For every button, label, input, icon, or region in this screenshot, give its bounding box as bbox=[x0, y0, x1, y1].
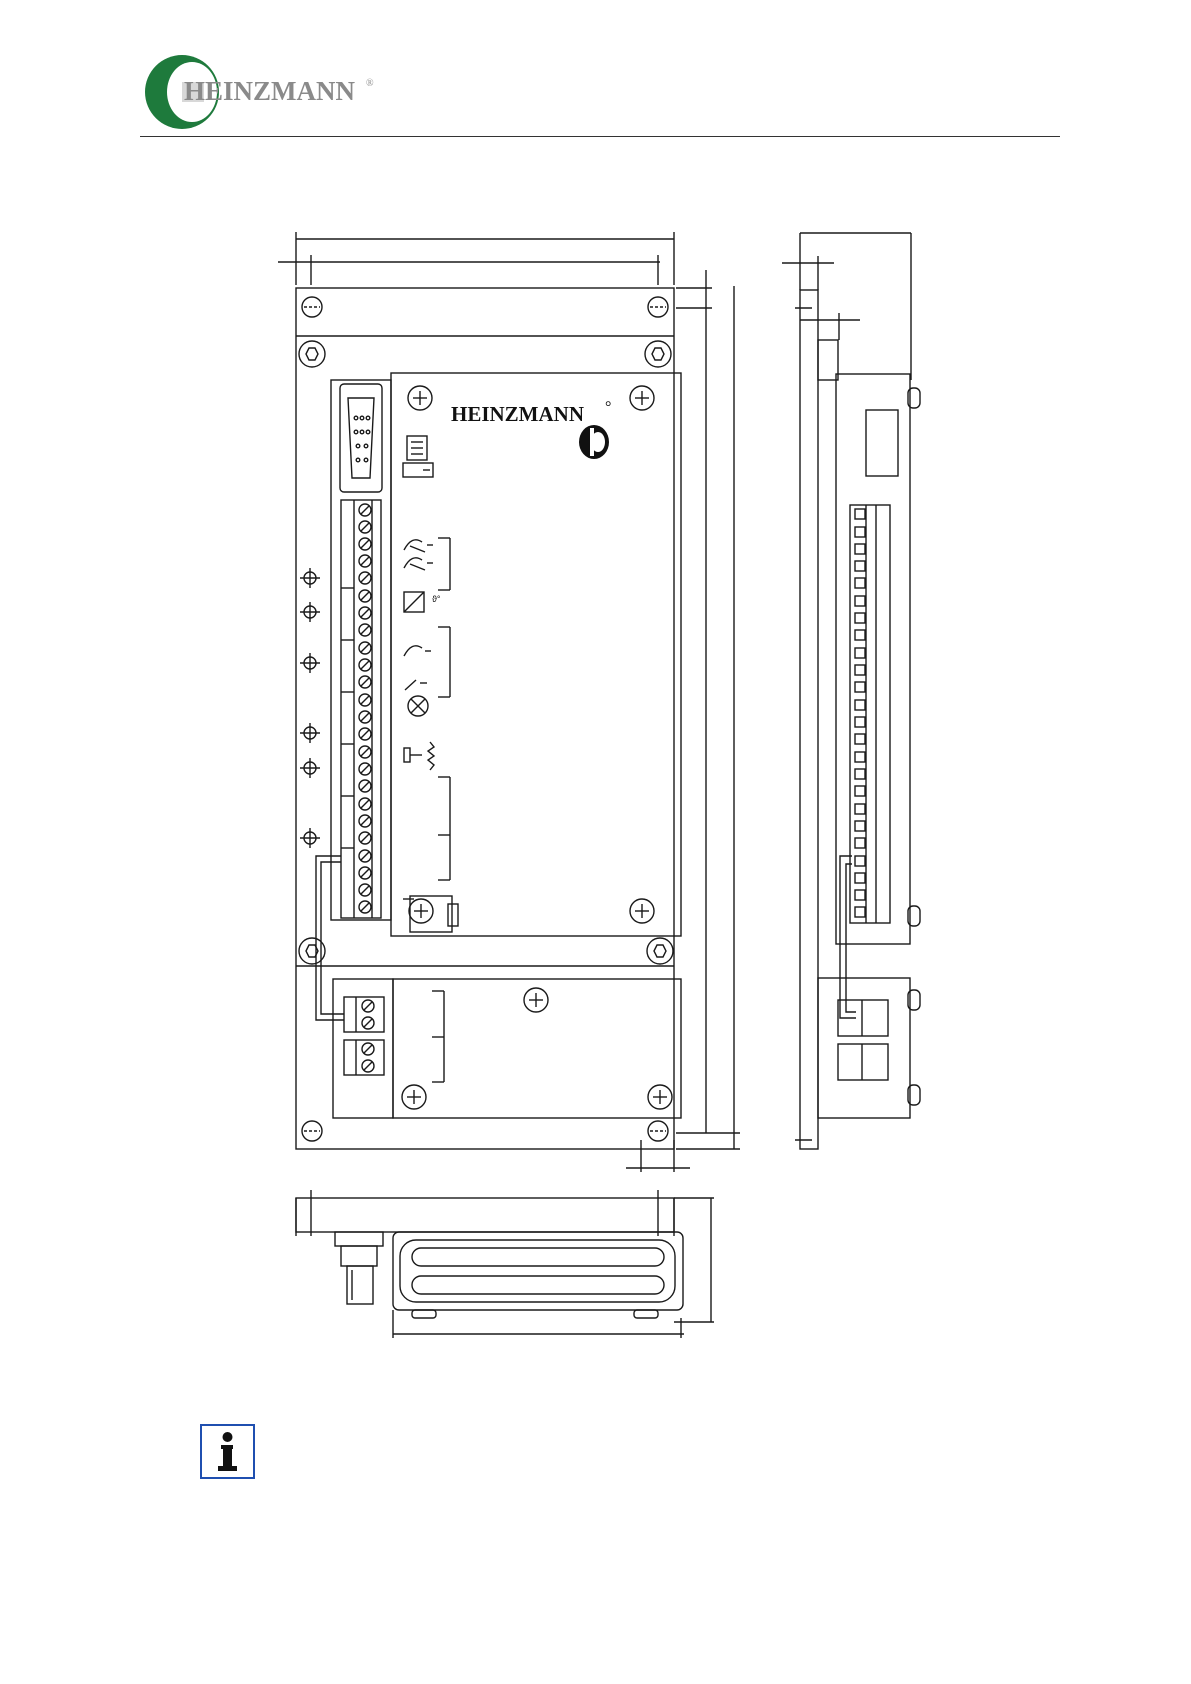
switch-open-icon bbox=[404, 540, 433, 570]
svg-text:ϑ°: ϑ° bbox=[432, 594, 441, 604]
front-view: HEINZMANN ° ϑ° bbox=[278, 232, 740, 1172]
hex-screw-icon bbox=[299, 341, 673, 964]
plug-icon bbox=[403, 436, 433, 477]
lamp-icon bbox=[408, 696, 428, 716]
terminal-screw-column bbox=[359, 504, 371, 913]
dsub-connector-icon bbox=[340, 384, 382, 492]
sensor-icon bbox=[404, 742, 434, 770]
panel-logo-text: HEINZMANN bbox=[451, 402, 584, 426]
edge-marker-icon bbox=[300, 568, 320, 848]
cross-screw-icon bbox=[408, 386, 654, 923]
switch-icon bbox=[404, 646, 431, 690]
panel-logo-mark: ° bbox=[605, 399, 611, 416]
panel-logo-emblem-icon bbox=[579, 425, 609, 459]
side-view bbox=[782, 233, 920, 1149]
info-icon bbox=[200, 1424, 255, 1479]
bottom-view bbox=[296, 1190, 714, 1338]
terminal-block bbox=[344, 997, 384, 1075]
ground-icon bbox=[403, 896, 458, 932]
relay-coil-icon: ϑ° bbox=[404, 592, 441, 612]
terminal-block bbox=[341, 500, 381, 918]
cross-screw-icon bbox=[402, 988, 672, 1109]
